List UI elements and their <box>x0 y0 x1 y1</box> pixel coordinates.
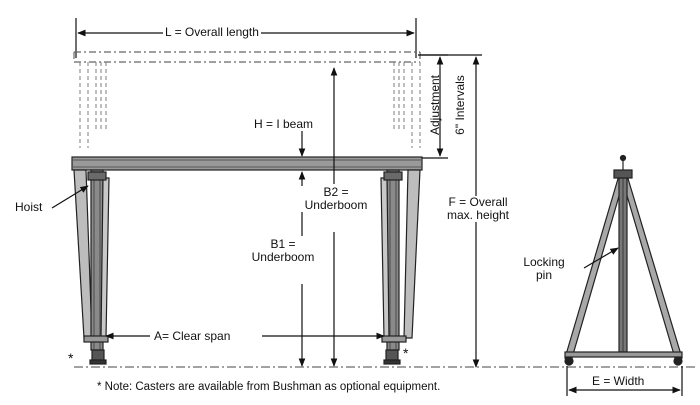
overall-height-label: F = Overall max. height <box>436 196 520 222</box>
overall-length-label: L = Overall length <box>163 25 261 39</box>
hoist-leader <box>51 185 89 209</box>
b2-label-line2: Underboom <box>304 198 368 212</box>
locking-pin-label: Locking pin <box>514 256 574 282</box>
caster-note: * Note: Casters are available from Bushm… <box>97 381 441 393</box>
raised-beam-phantom <box>73 51 421 63</box>
b2-label: B2 = Underboom <box>298 186 374 212</box>
clear-span-label: A= Clear span <box>152 329 233 343</box>
locking-pin-line1: Locking <box>523 255 565 269</box>
b1-label-line1: B1 = <box>270 237 296 251</box>
locking-pin-line2: pin <box>535 268 552 282</box>
i-beam-label: H = I beam <box>252 117 316 131</box>
overall-height-line2: max. height <box>446 208 510 222</box>
b1-label: B1 = Underboom <box>248 238 318 264</box>
intervals-label: 6" Intervals <box>453 75 467 135</box>
width-label: E = Width <box>592 374 645 388</box>
overall-height-line1: F = Overall <box>448 195 508 209</box>
left-leg <box>73 169 110 365</box>
b1-label-line2: Underboom <box>251 250 315 264</box>
end-view-frame <box>564 154 683 366</box>
b2-label-line1: B2 = <box>323 185 349 199</box>
i-beam <box>71 156 423 171</box>
right-caster-asterisk: * <box>403 345 409 361</box>
hoist-label: Hoist <box>15 200 43 214</box>
adjustment-label: Adjustment <box>428 74 442 136</box>
left-caster-asterisk: * <box>68 350 74 366</box>
right-leg <box>380 169 421 365</box>
width-dimension <box>566 366 683 396</box>
raised-legs-phantom <box>79 62 421 148</box>
locking-pin-leader <box>583 247 619 269</box>
